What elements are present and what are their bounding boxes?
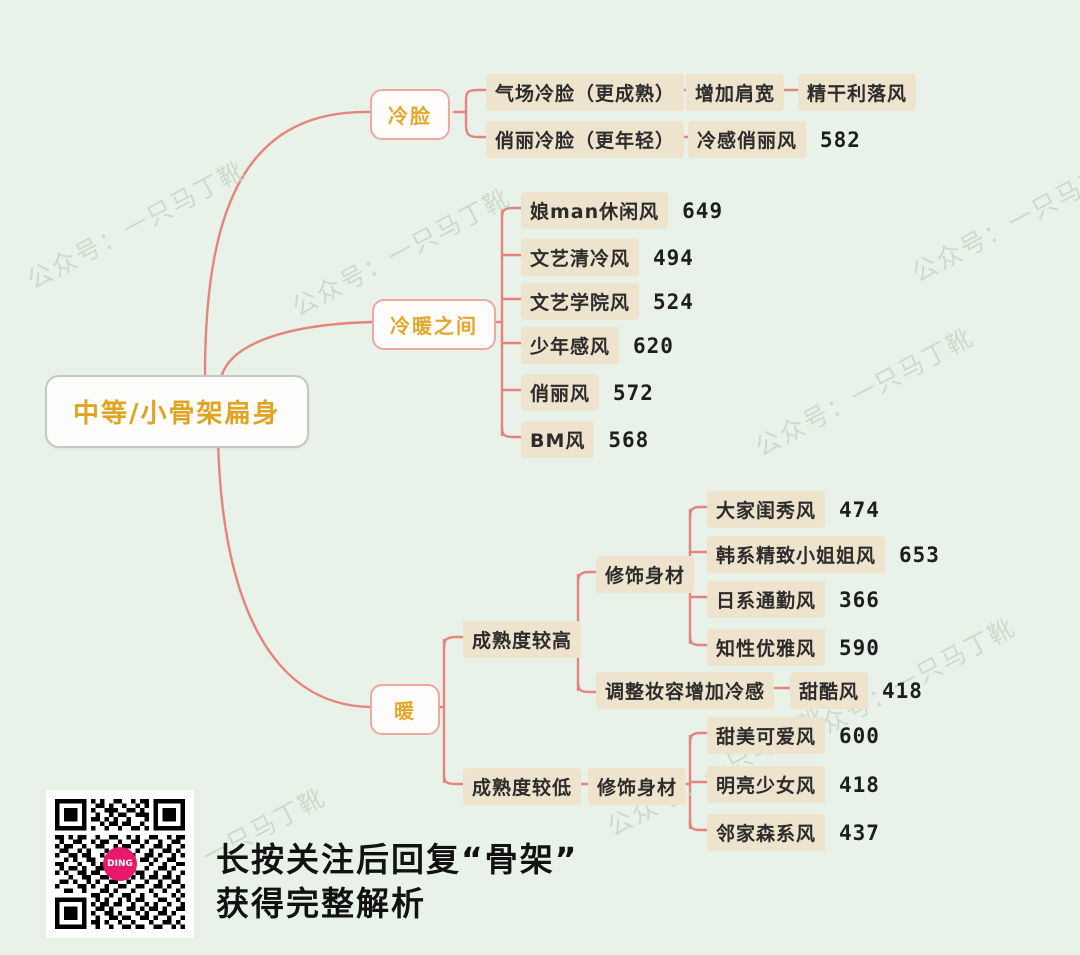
node-wenyi-xueyuan-feng[interactable]: 文艺学院风 524 (521, 283, 694, 320)
node-mingliang-shaonv-feng[interactable]: 明亮少女风 418 (707, 766, 880, 803)
node-jinggan-liluo-feng[interactable]: 精干利落风 (798, 74, 917, 111)
node-label: 娘man休闲风 (521, 192, 669, 229)
node-dajia-guixiu-feng[interactable]: 大家闺秀风 474 (707, 491, 880, 528)
edge-csdjg-c1 (576, 570, 598, 585)
edge-nuan-c1 (442, 635, 465, 650)
node-zhixing-youya-feng[interactable]: 知性优雅风 590 (707, 629, 880, 666)
node-label: 成熟度较高 (463, 621, 582, 658)
node-rixi-tongqin-feng[interactable]: 日系通勤风 366 (707, 581, 880, 618)
node-value: 494 (653, 245, 694, 270)
node-value: 572 (613, 380, 654, 405)
node-tianku-feng[interactable]: 甜酷风 418 (790, 672, 923, 709)
node-label: 气场冷脸（更成熟） (486, 74, 685, 111)
node-label: 修饰身材 (588, 768, 687, 805)
edge-xsch-c1 (688, 505, 709, 520)
edge-csdjg-c2 (576, 680, 598, 694)
root-node[interactable]: 中等/小骨架扁身 (45, 375, 309, 448)
node-value: 649 (682, 198, 724, 223)
watermark: 公众号：一只马丁靴 (750, 322, 979, 463)
branch-node-lengnuanzhijian[interactable]: 冷暖之间 (372, 299, 496, 350)
node-value: 418 (839, 772, 880, 797)
node-chengshudu-jiaogao[interactable]: 成熟度较高 (463, 621, 582, 658)
node-label: 少年感风 (521, 327, 620, 364)
qr-code-pattern: DING (55, 799, 185, 929)
node-niangman-xiuxian-feng[interactable]: 娘man休闲风 649 (521, 192, 723, 229)
node-label: 俏丽冷脸（更年轻） (486, 121, 685, 158)
edge-root-to-nuan (216, 438, 372, 709)
node-label: 增加肩宽 (686, 74, 785, 111)
root-label: 中等/小骨架扁身 (45, 375, 309, 448)
node-label: BM风 (521, 421, 595, 458)
node-linjia-sen-xi-feng[interactable]: 邻家森系风 437 (707, 814, 880, 851)
node-label: 文艺清冷风 (521, 239, 640, 276)
edge-lenglian-c2 (464, 122, 488, 139)
node-value: 524 (653, 289, 694, 314)
edge-root-to-lengliant (203, 110, 372, 377)
branch-label-lengnuanzhijian: 冷暖之间 (372, 299, 496, 350)
node-value: 366 (839, 587, 880, 612)
node-value: 568 (608, 427, 650, 452)
node-label: 知性优雅风 (707, 629, 826, 666)
cta-text: 长按关注后回复“骨架” 获得完整解析 (216, 790, 578, 925)
node-tiaozheng-zhuangrong[interactable]: 调整妆容增加冷感 (596, 672, 775, 709)
node-value: 653 (899, 542, 940, 567)
branch-label-lenglian: 冷脸 (370, 89, 450, 140)
footer: DING 长按关注后回复“骨架” 获得完整解析 (46, 790, 578, 938)
edge-xsch-c4 (688, 633, 709, 647)
node-value: 474 (839, 497, 880, 522)
node-label: 俏丽风 (521, 374, 600, 411)
node-value: 600 (839, 723, 880, 748)
watermark: 公众号：一只马丁靴 (22, 155, 251, 296)
cta-line-2: 获得完整解析 (216, 883, 426, 923)
node-label: 文艺学院风 (521, 283, 640, 320)
node-shaoniangan-feng[interactable]: 少年感风 620 (521, 327, 674, 364)
node-label: 甜酷风 (790, 672, 869, 709)
node-label: 成熟度较低 (463, 768, 582, 805)
node-label: 冷感俏丽风 (688, 121, 807, 158)
node-label: 调整妆容增加冷感 (596, 672, 775, 709)
node-bm-feng[interactable]: BM风 568 (521, 421, 649, 458)
edge-xscl-c3 (688, 818, 709, 832)
node-label: 大家闺秀风 (707, 491, 826, 528)
edge-root-to-lengnuan (220, 320, 374, 377)
node-label: 甜美可爱风 (707, 717, 826, 754)
node-zengjia-jiankuan[interactable]: 增加肩宽 (686, 74, 785, 111)
node-label: 邻家森系风 (707, 814, 826, 851)
watermark: 公众号：一只马丁靴 (907, 148, 1080, 289)
node-value: 620 (633, 333, 674, 358)
node-value: 582 (820, 127, 861, 152)
node-qiaoli-feng[interactable]: 俏丽风 572 (521, 374, 654, 411)
branch-node-lenglian[interactable]: 冷脸 (370, 89, 450, 140)
node-xiushi-shencai-high[interactable]: 修饰身材 (596, 556, 695, 593)
node-label: 日系通勤风 (707, 581, 826, 618)
node-value: 437 (839, 820, 880, 845)
edge-nuan-c2 (442, 772, 465, 786)
node-label: 修饰身材 (596, 556, 695, 593)
node-qichang-lenglian[interactable]: 气场冷脸（更成熟） (486, 74, 685, 111)
node-tianmei-keai-feng[interactable]: 甜美可爱风 600 (707, 717, 880, 754)
node-lenggan-qiaoli-feng[interactable]: 冷感俏丽风 582 (688, 121, 861, 158)
qr-code[interactable]: DING (46, 790, 194, 938)
node-value: 590 (839, 635, 880, 660)
branch-label-nuan: 暖 (370, 684, 440, 735)
branch-node-nuan[interactable]: 暖 (370, 684, 440, 735)
node-label: 精干利落风 (798, 74, 917, 111)
node-wenyi-qingleng-feng[interactable]: 文艺清冷风 494 (521, 239, 694, 276)
node-xiushi-shencai-low[interactable]: 修饰身材 (588, 768, 687, 805)
edge-ln-c6 (500, 425, 523, 439)
node-hanxi-jingzhi-xiaojiejie-feng[interactable]: 韩系精致小姐姐风 653 (707, 536, 940, 573)
node-value: 418 (882, 678, 923, 703)
node-label: 韩系精致小姐姐风 (707, 536, 886, 573)
edge-lenglian-c1 (464, 88, 488, 102)
cta-line-1: 长按关注后回复“骨架” (216, 840, 579, 879)
qr-brand-logo: DING (103, 847, 137, 881)
edge-xscl-c1 (688, 731, 709, 746)
node-label: 明亮少女风 (707, 766, 826, 803)
node-chengshudu-jiaodi[interactable]: 成熟度较低 (463, 768, 582, 805)
node-qiaoli-lenglian[interactable]: 俏丽冷脸（更年轻） (486, 121, 685, 158)
